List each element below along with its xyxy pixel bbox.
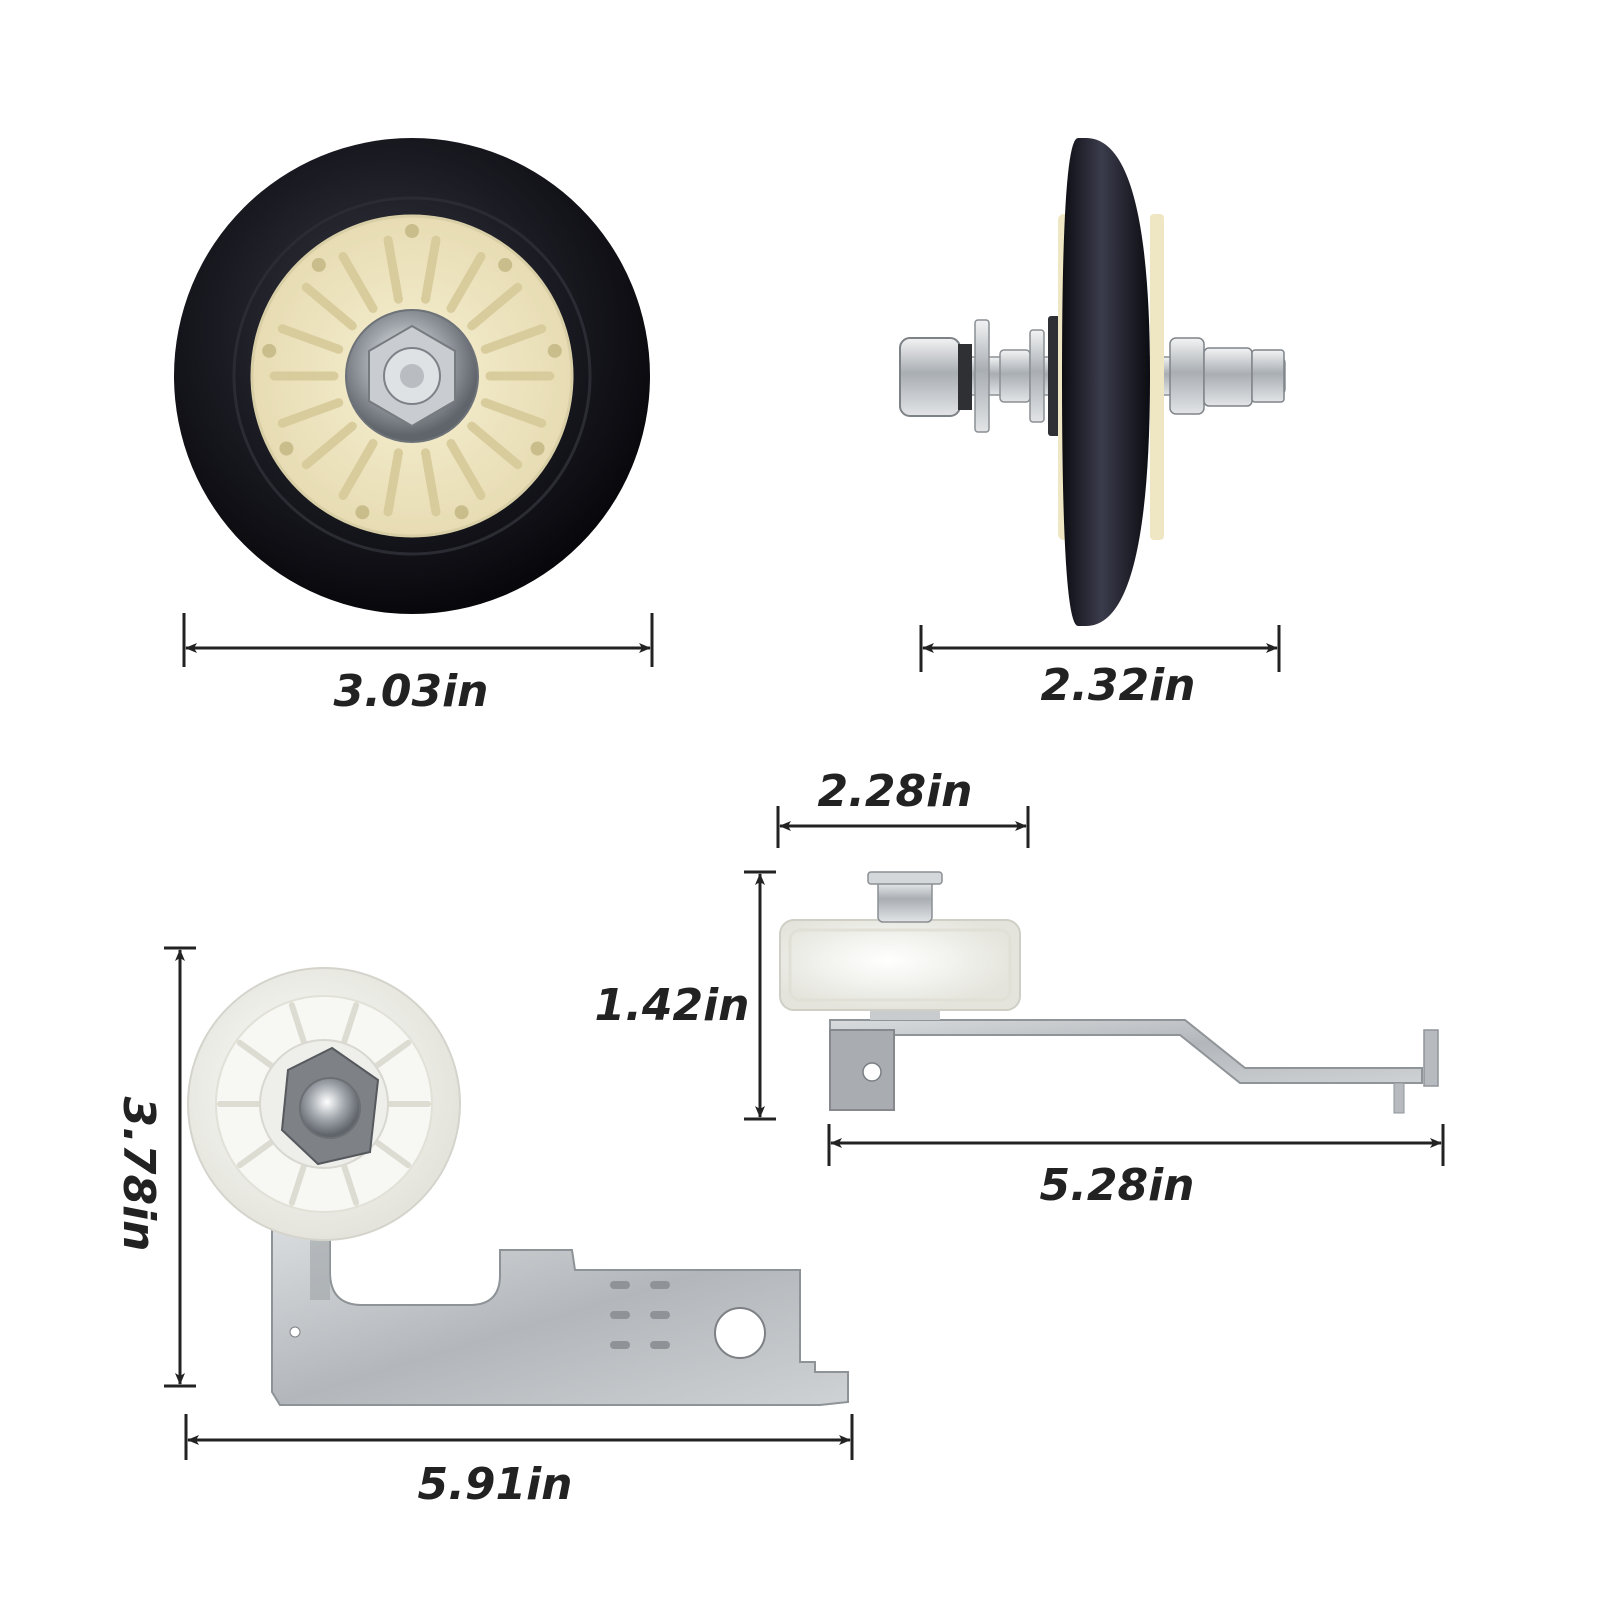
roller-tire-groove xyxy=(232,196,592,556)
hub-hole xyxy=(279,441,294,456)
dimension-idler-side-height: 1.42in xyxy=(595,870,776,1121)
dimension-idler-pulley-width: 2.28in xyxy=(776,766,1030,848)
pulley-spoke xyxy=(374,1039,412,1069)
roller-axle-center xyxy=(400,364,424,388)
hub-rib xyxy=(467,282,523,331)
pulley-spoke xyxy=(341,1002,360,1045)
hub-ribs xyxy=(269,235,555,517)
idler-front-bracket-fold xyxy=(310,1228,330,1300)
hub-hole xyxy=(262,343,277,358)
side-spring-washer xyxy=(958,344,972,410)
idler-front-small-hole xyxy=(289,1326,301,1338)
side-left-nut xyxy=(899,337,961,417)
hub-rib xyxy=(467,421,523,470)
idler-side-shaft-cap xyxy=(867,871,943,885)
dimension-label: 5.91in xyxy=(418,1459,573,1510)
dimension-roller-side-width: 2.32in xyxy=(919,625,1281,711)
hub-hole xyxy=(547,343,562,358)
hub-rib xyxy=(446,251,486,313)
bracket-slot xyxy=(610,1341,630,1349)
hub-rib xyxy=(421,448,441,517)
pulley-spoke xyxy=(236,1139,274,1169)
dimension-label: 5.28in xyxy=(1040,1160,1195,1211)
bracket-slot xyxy=(650,1311,670,1319)
dimension-label: 1.42in xyxy=(595,980,750,1031)
hub-rib xyxy=(338,439,378,501)
side-washer-2 xyxy=(1029,329,1045,423)
side-spacer xyxy=(999,349,1031,403)
dimension-idler-side-length: 5.28in xyxy=(827,1124,1445,1211)
hub-rib xyxy=(301,282,357,331)
idler-pulley-side-view xyxy=(779,871,1439,1114)
idler-side-pulley-wheel xyxy=(779,919,1021,1011)
pulley-spoke xyxy=(374,1139,412,1169)
pulley-spoke xyxy=(288,1002,307,1045)
idler-front-bracket xyxy=(271,1227,849,1406)
idler-side-pulley-shaft xyxy=(877,879,933,923)
side-right-hex-end xyxy=(1251,349,1285,403)
idler-side-mount-hole xyxy=(862,1062,882,1082)
idler-side-bracket-hook xyxy=(1393,1082,1405,1114)
hub-hole xyxy=(405,224,419,238)
idler-side-mount-plate xyxy=(829,1029,895,1111)
dimension-label: 3.03in xyxy=(334,666,489,717)
dimension-idler-front-length: 5.91in xyxy=(184,1414,854,1510)
idler-front-bracket-slots xyxy=(610,1281,670,1349)
dimension-label: 3.78in xyxy=(113,1097,164,1252)
hub-rib xyxy=(301,421,357,470)
bracket-slot xyxy=(610,1311,630,1319)
hub-holes xyxy=(262,224,562,520)
pulley-spoke xyxy=(341,1163,360,1206)
hub-rib xyxy=(421,235,441,304)
pulley-spoke xyxy=(288,1163,307,1206)
side-wheel-tire xyxy=(1062,138,1150,626)
pulley-spoke xyxy=(236,1039,274,1069)
side-washer-1 xyxy=(974,319,990,433)
idler-pulley-front-view xyxy=(187,967,849,1406)
idler-front-pulley-spokes xyxy=(217,1002,431,1206)
hub-rib xyxy=(383,235,403,304)
bracket-slot xyxy=(610,1281,630,1289)
drum-roller-side-view xyxy=(899,138,1286,626)
side-right-bushing xyxy=(1169,337,1205,415)
drum-roller-front-view xyxy=(174,138,650,614)
hub-rib xyxy=(338,251,378,313)
hub-hole xyxy=(454,505,469,520)
hub-rib xyxy=(383,448,403,517)
dimension-label: 2.28in xyxy=(818,766,973,817)
dimension-roller-front-width: 3.03in xyxy=(182,613,654,717)
idler-side-bracket-arm xyxy=(829,1019,1423,1084)
hub-rib xyxy=(480,324,547,354)
side-wheel-rim xyxy=(1150,214,1164,540)
idler-front-bracket-hole xyxy=(714,1307,766,1359)
hub-hole xyxy=(311,257,326,272)
dimension-idler-front-height: 3.78in xyxy=(113,946,196,1388)
hub-rib xyxy=(277,324,344,354)
bracket-slot xyxy=(650,1281,670,1289)
hub-rib xyxy=(446,439,486,501)
hub-rib xyxy=(277,398,344,428)
idler-front-shaft xyxy=(299,1077,361,1139)
idler-side-bracket-tab xyxy=(1423,1029,1439,1087)
bracket-slot xyxy=(650,1341,670,1349)
idler-side-pulley-groove xyxy=(788,928,1012,1002)
hub-hole xyxy=(530,441,545,456)
dimension-label: 2.32in xyxy=(1041,660,1196,711)
hub-hole xyxy=(355,505,370,520)
hub-rib xyxy=(480,398,547,428)
hub-hole xyxy=(498,257,513,272)
side-right-shaft xyxy=(1203,347,1253,407)
